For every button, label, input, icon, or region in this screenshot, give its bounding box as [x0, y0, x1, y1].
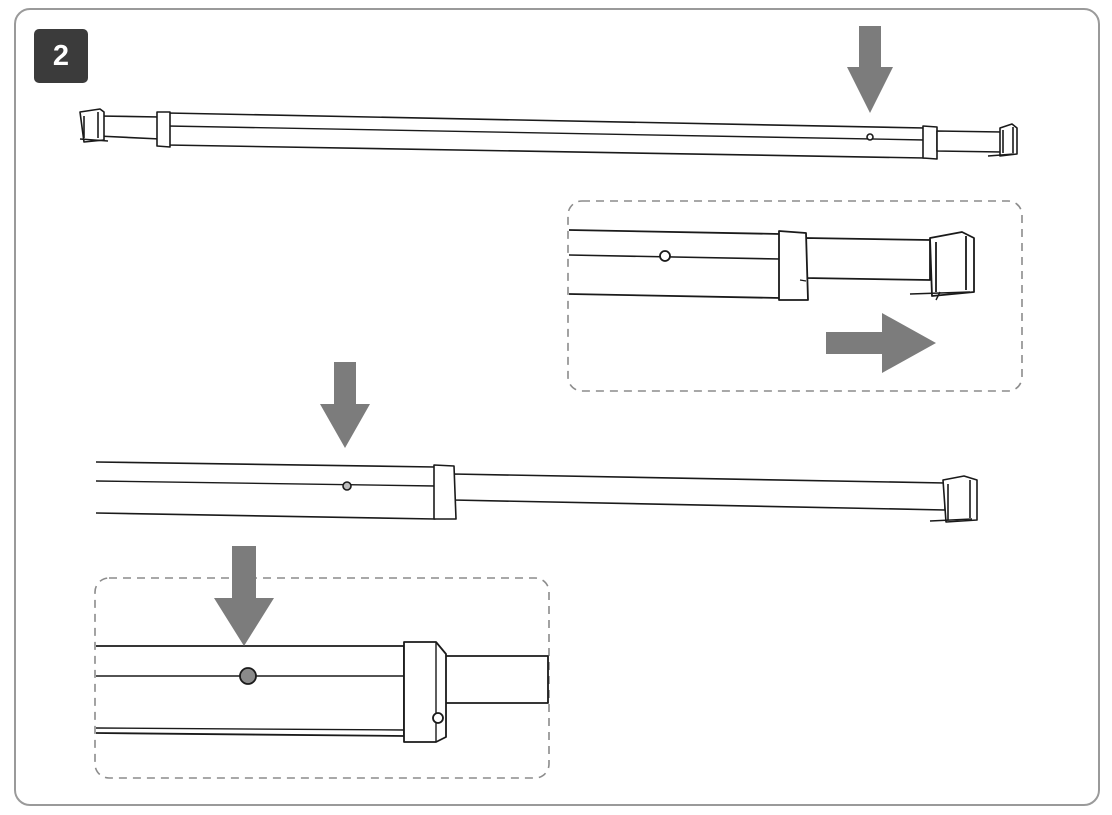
rod-left-collar — [156, 111, 171, 148]
inset-adjust-hole — [659, 250, 671, 262]
inset-outer-tube — [568, 229, 781, 299]
lock-pin — [239, 667, 257, 685]
detail-inset-extend — [567, 200, 1023, 392]
rod-right-collar — [922, 125, 938, 160]
lock-collar — [403, 641, 447, 743]
extended-collar — [433, 464, 457, 520]
rod-left-bracket — [79, 108, 109, 143]
inset-inner-tube — [805, 237, 931, 281]
extended-adjust-hole — [342, 481, 352, 491]
rod-adjust-hole — [866, 133, 874, 141]
inset-collar — [778, 230, 809, 301]
step-number-badge: 2 — [34, 29, 88, 83]
extended-outer-tube — [95, 461, 436, 520]
down-arrow-icon — [847, 26, 893, 113]
rod-right-bracket — [987, 123, 1018, 157]
lock-outer-tube — [95, 645, 405, 737]
right-arrow-icon — [826, 313, 936, 373]
down-arrow-icon — [320, 362, 370, 448]
rod-extended — [95, 461, 978, 523]
extended-inner-tube — [452, 473, 946, 511]
down-arrow-icon — [214, 546, 274, 646]
detail-inset-lock — [94, 546, 550, 779]
lock-collar-screw — [432, 712, 444, 724]
inset-bracket — [909, 231, 975, 301]
rod-right-inner-tube — [936, 130, 1003, 153]
rod-overview — [79, 108, 1018, 160]
rod-left-inner-tube — [97, 115, 161, 140]
lock-inner-tube — [436, 655, 549, 704]
extended-bracket — [929, 475, 978, 523]
rod-outer-tube — [166, 112, 926, 159]
